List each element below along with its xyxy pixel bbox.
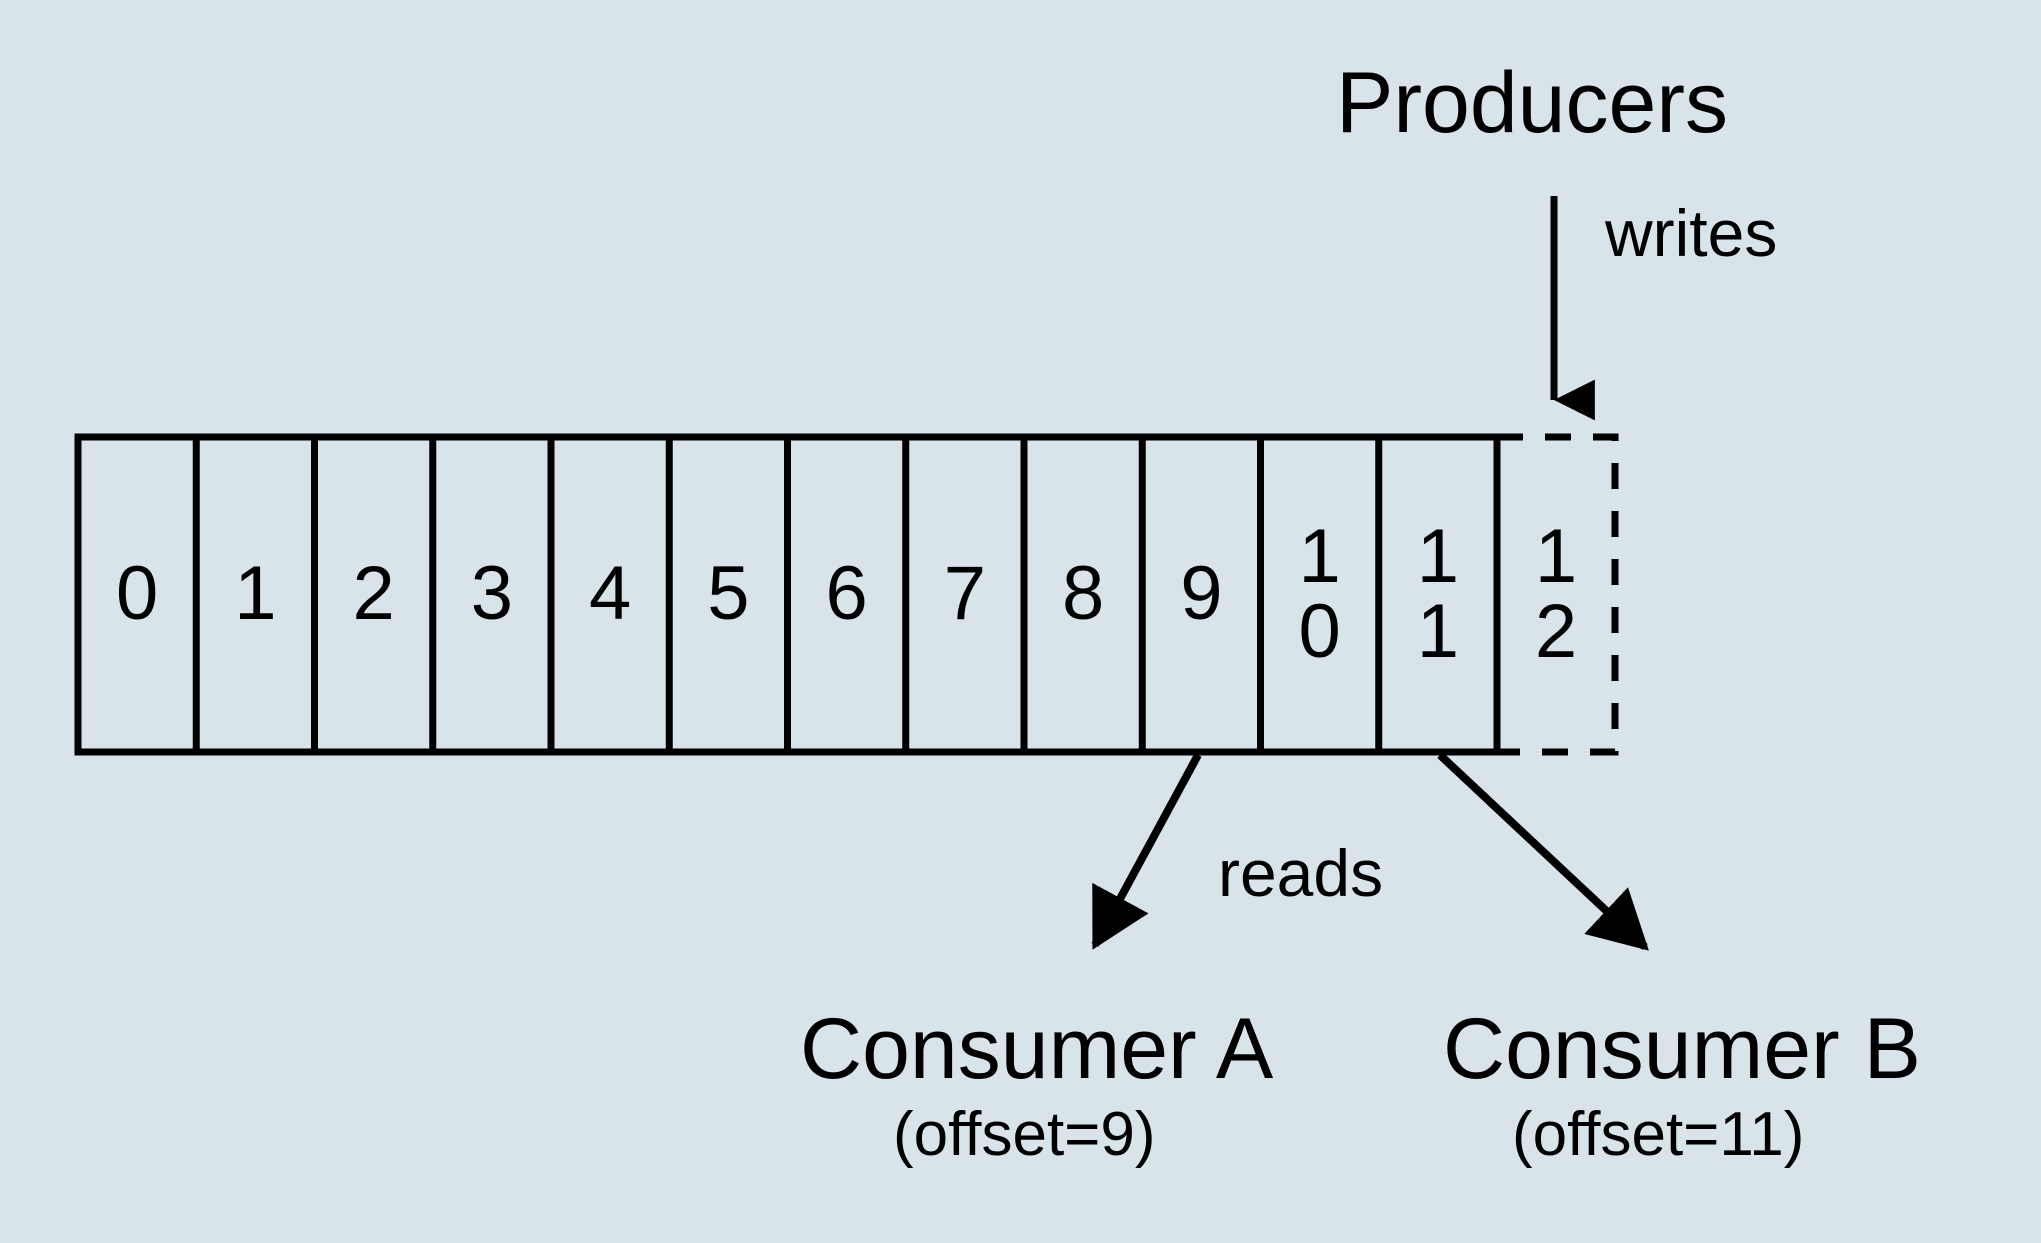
reads-label: reads [1218, 836, 1384, 910]
pending-cell-outline [1497, 433, 1619, 756]
consumer-b-read-arrow [1437, 752, 1649, 951]
producers-label: Producers [1336, 55, 1728, 151]
read-arrow-b-shaft [1437, 752, 1649, 951]
consumer-a-offset-label: (offset=9) [893, 1100, 1156, 1169]
consumer-a-label: Consumer A [800, 1001, 1274, 1097]
consumer-a-read-arrow [1091, 753, 1202, 950]
log-cell-pending-dashed [1493, 433, 1619, 756]
writes-label: writes [1605, 196, 1778, 270]
read-arrow-a-shaft [1091, 753, 1202, 950]
consumer-b-offset-label: (offset=11) [1512, 1100, 1805, 1169]
consumer-b-label: Consumer B [1443, 1001, 1921, 1097]
log-array-solid [74, 433, 1501, 756]
